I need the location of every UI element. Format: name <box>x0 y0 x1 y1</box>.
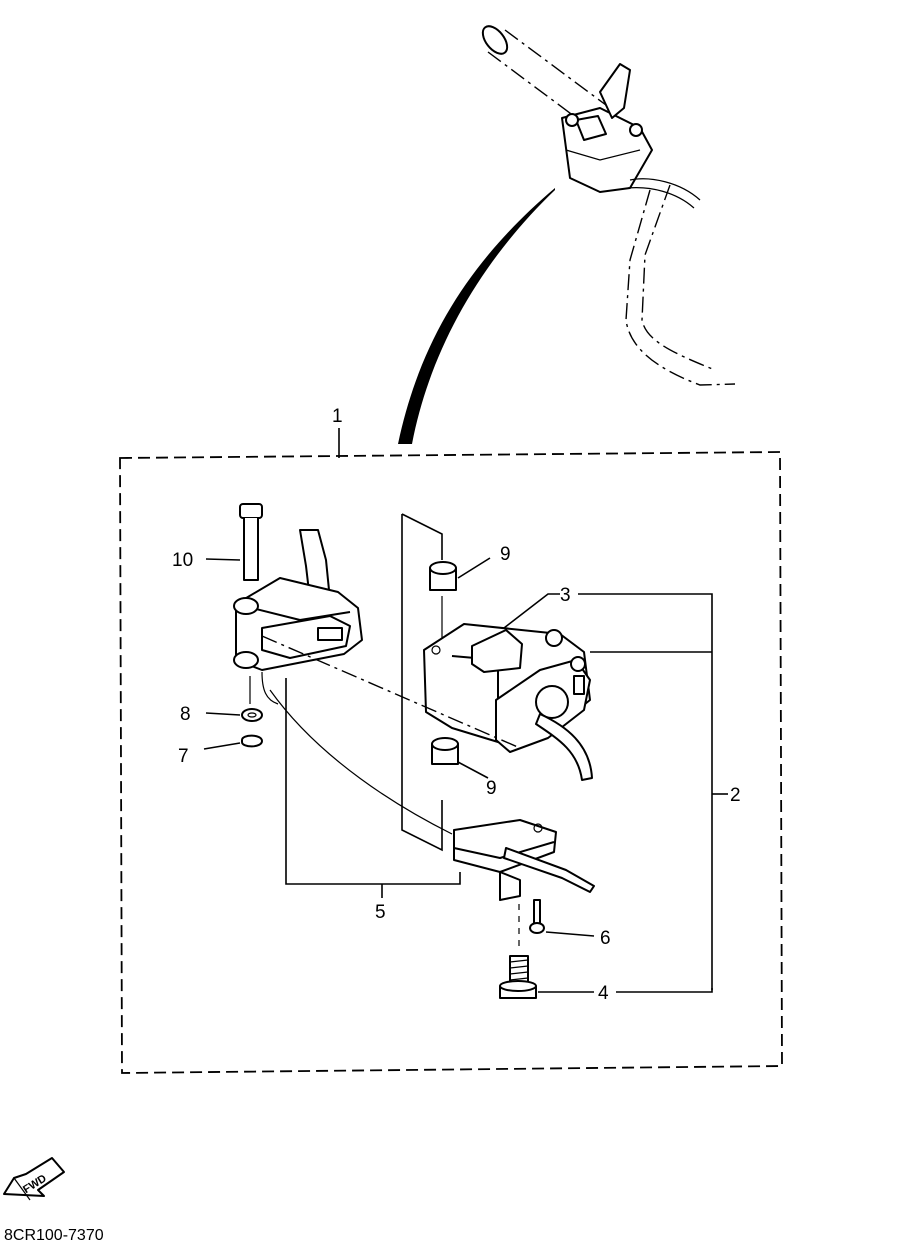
callout-9-bottom: 9 <box>486 778 497 799</box>
callout-3: 3 <box>560 585 571 606</box>
callout-1: 1 <box>332 406 343 427</box>
fwd-arrow-icon: FWD <box>3 1157 65 1201</box>
collar-9-bottom <box>431 737 459 765</box>
lock-washer-7 <box>241 734 263 748</box>
callout-7: 7 <box>178 746 189 767</box>
washer-8 <box>241 708 263 722</box>
assembly-outline-box <box>119 451 783 1074</box>
lever-bracket <box>233 529 363 705</box>
callout-2: 2 <box>730 785 741 806</box>
bolt-4 <box>499 955 537 999</box>
handlebar-assembly <box>398 25 736 444</box>
callout-9-top: 9 <box>500 544 511 565</box>
callout-6: 6 <box>600 928 611 949</box>
callout-5: 5 <box>375 902 386 923</box>
callout-4: 4 <box>598 983 609 1004</box>
sensor-5 <box>453 819 595 901</box>
screw-6 <box>529 899 545 934</box>
callout-10: 10 <box>172 550 193 571</box>
switch-unit-3 <box>423 623 593 781</box>
bolt-10 <box>239 503 263 581</box>
figure-code: 8CR100-7370 <box>4 1227 104 1241</box>
callout-8: 8 <box>180 704 191 725</box>
collar-9-top <box>429 561 457 591</box>
